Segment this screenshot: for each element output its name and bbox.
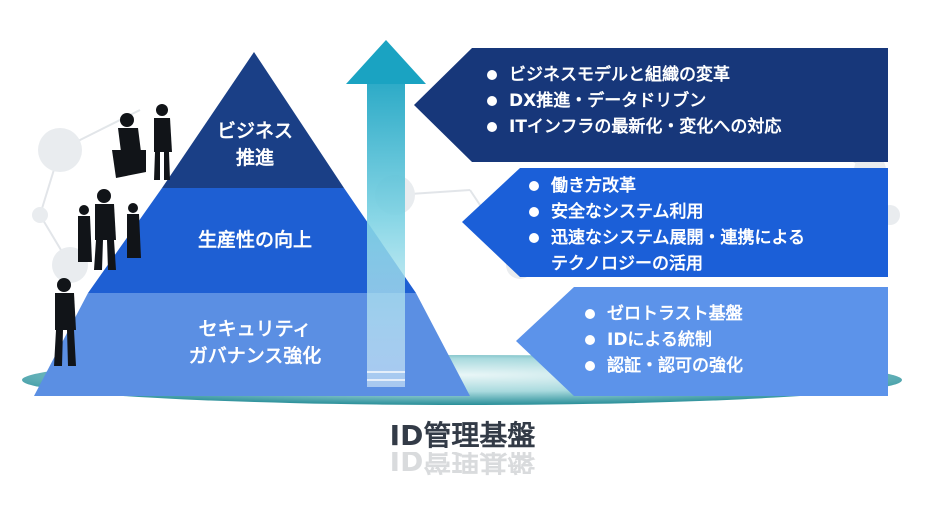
pyramid-tier-bottom (34, 293, 470, 396)
pyramid-tier-top (162, 52, 344, 188)
tier-label-line: セキュリティ (198, 318, 312, 340)
businessperson-silhouettes (54, 104, 172, 366)
callout-bottom: ゼロトラスト基盤 IDによる統制 認証・認可の強化 (581, 301, 743, 379)
growth-arrow (346, 40, 426, 387)
callout-item: 安全なシステム利用 (525, 199, 805, 225)
tier-label-line: ビジネス (216, 120, 293, 142)
tier-label-line: 生産性の向上 (197, 229, 312, 251)
callout-item: 働き方改革 (525, 173, 805, 199)
callout-item: DX推進・データドリブン (483, 88, 781, 114)
tier-label-line: 推進 (235, 147, 274, 169)
pyramid-tier-middle (88, 188, 416, 293)
tier-label-business: ビジネス 推進 (195, 118, 315, 172)
callout-item-continuation: テクノロジーの活用 (551, 254, 703, 274)
callout-item: IDによる統制 (581, 327, 743, 353)
tier-label-line: ガバナンス強化 (188, 345, 322, 367)
diagram-title-reflection: ID管理基盤 (389, 452, 536, 477)
callout-item: 認証・認可の強化 (581, 353, 743, 379)
callout-shape-bottom (516, 287, 888, 396)
callout-shape-top (414, 48, 888, 162)
diagram-title: ID管理基盤 (389, 419, 536, 452)
callout-item: ビジネスモデルと組織の変革 (483, 62, 781, 88)
callout-middle: 働き方改革 安全なシステム利用 迅速なシステム展開・連携による テクノロジーの活… (525, 173, 805, 277)
callout-top: ビジネスモデルと組織の変革 DX推進・データドリブン ITインフラの最新化・変化… (483, 62, 781, 140)
tier-label-security: セキュリティ ガバナンス強化 (160, 316, 350, 370)
callout-item: ゼロトラスト基盤 (581, 301, 743, 327)
callout-item: 迅速なシステム展開・連携による (525, 225, 805, 251)
callout-item: ITインフラの最新化・変化への対応 (483, 114, 781, 140)
tier-label-productivity: 生産性の向上 (165, 227, 345, 254)
callout-shape-middle (462, 168, 888, 277)
